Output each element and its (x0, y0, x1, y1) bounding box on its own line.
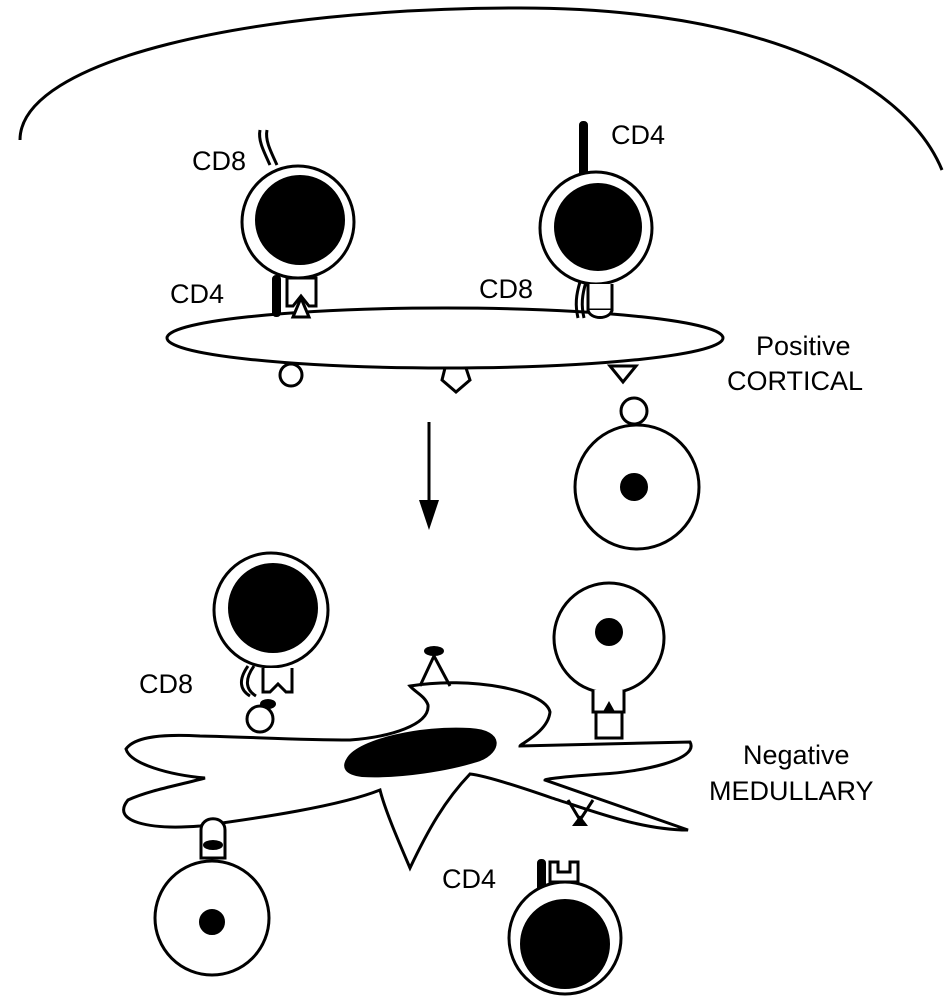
thymocyte-medullary-lower-left (155, 819, 269, 975)
selection-arrow (419, 422, 439, 530)
cortical-region (167, 122, 723, 549)
mhc-bottom-pentagon (442, 368, 470, 392)
cortical-epithelial-cell (167, 308, 723, 368)
label-positive: Positive (756, 331, 851, 361)
thymocyte-cortical-right (540, 122, 652, 318)
cell-nucleus (555, 184, 641, 270)
thymocyte-medullary-upper-right (554, 583, 664, 738)
label-cd8-cortical-left: CD8 (192, 146, 246, 176)
label-cd4-cortical-left: CD4 (170, 279, 224, 309)
thymocyte-cortical-unselected (575, 398, 699, 549)
medullary-region (124, 553, 691, 994)
mhc-top-center (420, 647, 450, 686)
mhc-bottom-triangle (610, 366, 636, 382)
cell-nucleus (596, 619, 622, 645)
label-cd4-cortical-right: CD4 (611, 120, 665, 150)
cell-nucleus (256, 176, 344, 264)
tcr-receptor (588, 284, 612, 310)
capsule-outline (20, 8, 942, 170)
thymocyte-cortical-left (242, 130, 354, 317)
mhc-block (596, 712, 622, 738)
label-cd4-medullary: CD4 (442, 864, 496, 894)
cd4-coreceptor (273, 276, 280, 316)
cell-nucleus (229, 564, 317, 652)
mhc-circle (247, 706, 273, 732)
thymocyte-medullary-lower-right (509, 800, 621, 994)
cd4-coreceptor (580, 122, 587, 178)
label-cortical: CORTICAL (727, 366, 863, 396)
arrow-head (419, 500, 439, 530)
label-negative: Negative (743, 740, 850, 770)
thymocyte-medullary-upper-left (214, 553, 328, 732)
cell-nucleus (621, 474, 647, 500)
label-cd8-medullary: CD8 (139, 669, 193, 699)
tcr-receptor (550, 862, 578, 882)
label-cd8-cortical-right: CD8 (479, 274, 533, 304)
tcr-receptor (201, 819, 225, 858)
mhc-bottom-circle (280, 364, 302, 386)
cell-nucleus (200, 910, 224, 934)
cell-nucleus (521, 900, 609, 988)
receptor-knob (621, 398, 647, 424)
label-medullary: MEDULLARY (709, 776, 874, 806)
tcr-receptor (263, 668, 292, 692)
